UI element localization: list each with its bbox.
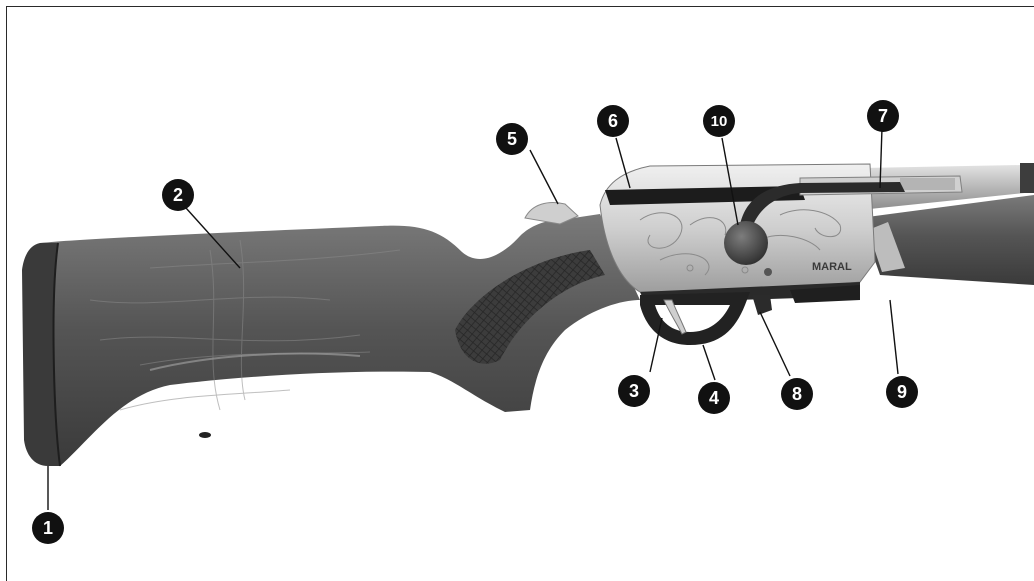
callout-3: 3 <box>618 375 650 407</box>
callout-7: 7 <box>867 100 899 132</box>
callout-label: 3 <box>629 381 639 401</box>
cocking-knob <box>724 221 768 265</box>
callout-label: 5 <box>507 129 517 149</box>
callout-label: 1 <box>43 518 53 538</box>
receiver-pin <box>764 268 772 276</box>
callout-4: 4 <box>698 382 730 414</box>
rail-vent <box>900 178 955 190</box>
muzzle <box>1020 163 1034 193</box>
trigger-guard <box>640 292 750 345</box>
callout-8: 8 <box>781 378 813 410</box>
callout-6: 6 <box>597 105 629 137</box>
callout-label: 8 <box>792 384 802 404</box>
callout-9: 9 <box>886 376 918 408</box>
callout-label: 6 <box>608 111 618 131</box>
brand-engraving: MARAL <box>812 261 852 273</box>
rifle-stock <box>30 214 640 466</box>
callout-10: 10 <box>703 105 735 137</box>
callout-2: 2 <box>162 179 194 211</box>
callout-label: 7 <box>878 106 888 126</box>
callout-5: 5 <box>496 123 528 155</box>
callout-label: 10 <box>711 113 728 130</box>
callout-label: 2 <box>173 185 183 205</box>
callout-1: 1 <box>32 512 64 544</box>
magazine-release <box>752 295 772 315</box>
sling-stud <box>199 432 211 438</box>
callout-label: 4 <box>709 388 719 408</box>
callout-label: 9 <box>897 382 907 402</box>
